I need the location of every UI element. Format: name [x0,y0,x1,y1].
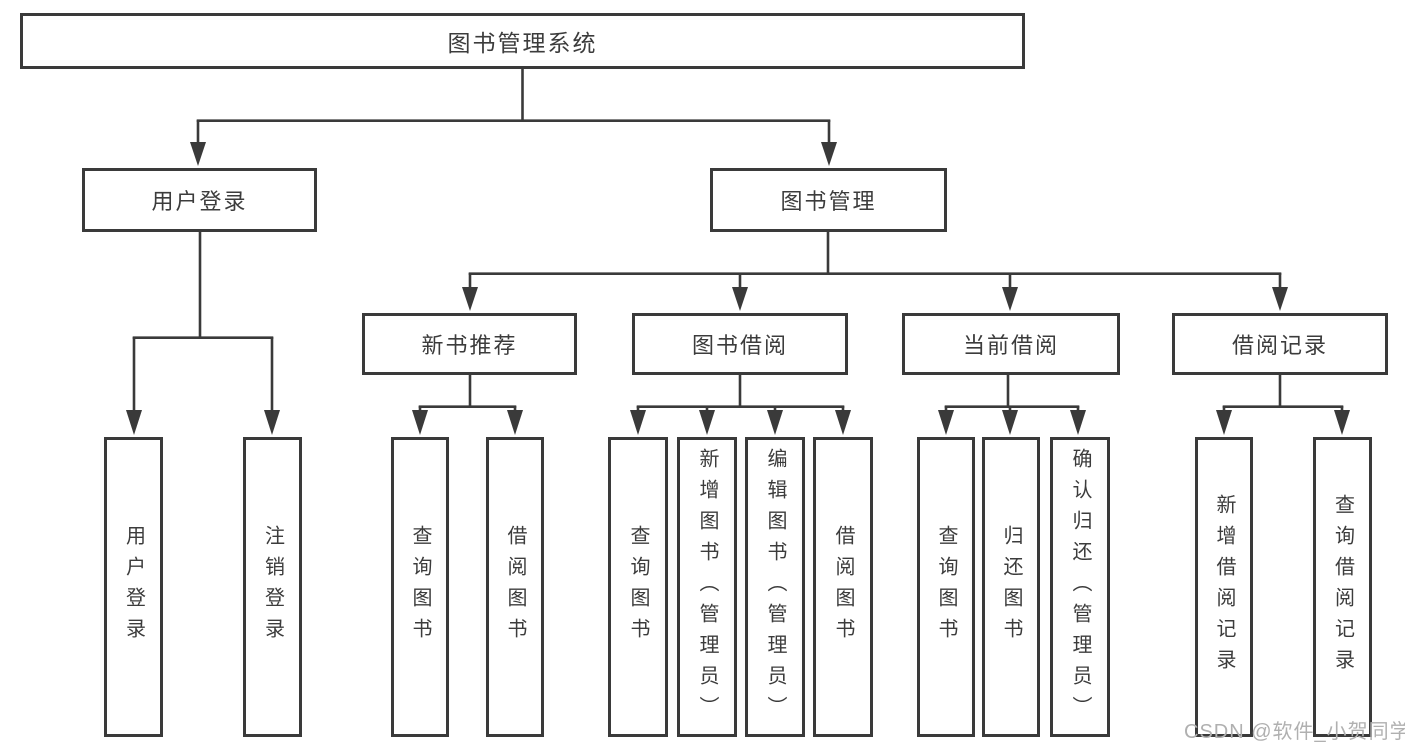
leaf-label: 归还图书 [1000,525,1022,649]
node-new-book-recommendation: 新书推荐 [362,313,577,375]
leaf-label: 编辑图书（管理员） [764,447,786,727]
node-label: 当前借阅 [962,333,1059,358]
leaf-user-login: 用户登录 [104,437,163,737]
node-library-management-system: 图书管理系统 [20,13,1025,69]
leaf-label: 查询图书 [409,525,431,649]
leaf-borrow-books-2: 借阅图书 [813,437,873,737]
leaf-query-books-1: 查询图书 [391,437,449,737]
leaf-label: 借阅图书 [832,525,854,649]
arrowheads [126,142,1350,435]
leaf-label: 用户登录 [122,525,145,649]
leaf-edit-books-admin: 编辑图书（管理员） [745,437,805,737]
leaf-query-borrow-record: 查询借阅记录 [1313,437,1372,737]
node-label: 图书管理 [780,189,877,214]
leaf-confirm-return-admin: 确认归还（管理员） [1050,437,1110,737]
leaf-query-books-2: 查询图书 [608,437,668,737]
leaf-add-books-admin: 新增图书（管理员） [677,437,737,737]
node-label: 用户登录 [151,189,248,214]
node-book-management-branch: 图书管理 [710,168,947,232]
node-label: 新书推荐 [421,333,518,358]
leaf-return-books: 归还图书 [982,437,1040,737]
leaf-add-borrow-record: 新增借阅记录 [1195,437,1253,737]
node-borrowing-records: 借阅记录 [1172,313,1388,375]
node-label: 借阅记录 [1231,333,1328,358]
node-user-login-branch: 用户登录 [82,168,317,232]
node-label: 图书管理系统 [447,30,598,56]
node-label: 图书借阅 [691,333,788,358]
leaf-label: 借阅图书 [504,525,526,649]
node-current-borrowing: 当前借阅 [902,313,1120,375]
leaf-label: 查询图书 [627,525,649,649]
leaf-label: 查询图书 [935,525,957,649]
leaf-label: 确认归还（管理员） [1069,447,1091,727]
node-book-borrowing: 图书借阅 [632,313,848,375]
leaf-label: 注销登录 [261,525,284,649]
leaf-query-books-3: 查询图书 [917,437,975,737]
leaf-label: 新增借阅记录 [1213,494,1235,680]
csdn-watermark: CSDN @软件_小贺同学 [1184,721,1405,743]
leaf-logout: 注销登录 [243,437,302,737]
leaf-label: 新增图书（管理员） [696,447,718,727]
leaf-label: 查询借阅记录 [1331,494,1354,680]
leaf-borrow-books-1: 借阅图书 [486,437,544,737]
